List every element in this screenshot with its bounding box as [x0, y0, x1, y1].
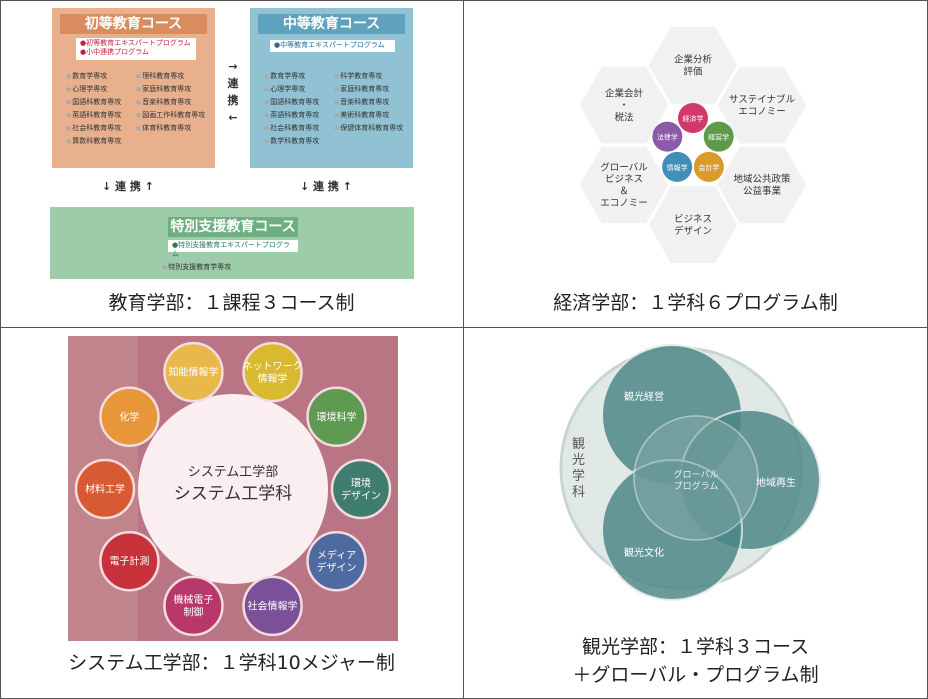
major-circle — [242, 341, 303, 403]
link-char: 携 — [227, 94, 239, 107]
major-item: 国語科教育専攻 — [66, 98, 121, 107]
major-item: 社会科教育専攻 — [66, 124, 121, 133]
major-item: 数育学専攻 — [66, 72, 107, 81]
global-program-circle — [633, 415, 759, 541]
major-item: 数学科教育専攻 — [264, 137, 319, 146]
major-label: メディアデザイン — [317, 548, 357, 574]
program-item: ●初等教育エキスパートプログラム — [80, 39, 191, 47]
special-course-title: 特別支援教育コース — [168, 217, 298, 237]
major-item: 家庭科教育専攻 — [136, 85, 191, 94]
major-label: 機械電子制御 — [173, 593, 213, 619]
link-horizontal: → 連 携 ← — [222, 58, 244, 126]
systems-center-line1: システム工学部 — [188, 464, 279, 480]
grid-divider-horizontal — [0, 327, 928, 328]
link-char: 連 — [227, 77, 239, 90]
secondary-course-box: 中等教育コース ●中等教育エキスパートプログラム 数育学専攻心理学専攻国語科教育… — [250, 8, 413, 168]
major-label: 環境デザイン — [341, 476, 381, 502]
systems-center-line2: システム工学科 — [174, 484, 293, 504]
major-item: 音楽科教育専攻 — [334, 98, 389, 107]
discipline-label: 情報学 — [667, 163, 688, 172]
major-item: 保健体育科教育専攻 — [334, 124, 403, 133]
major-item: 国語科教育専攻 — [264, 98, 319, 107]
discipline-circle — [703, 121, 734, 152]
grid-divider-vertical — [463, 0, 464, 699]
discipline-label: 経営学 — [708, 133, 729, 142]
discipline-circle — [693, 151, 724, 182]
major-item: 科学教育専攻 — [334, 72, 382, 81]
major-item: 図画工作科教育専攻 — [136, 111, 205, 120]
discipline-label: 会計学 — [698, 163, 719, 172]
major-circle — [99, 386, 160, 448]
major-circle — [74, 458, 136, 520]
major-item: 美術科教育専攻 — [334, 111, 389, 120]
systems-diagram: システム工学部 システム工学科 知能情報学 ネットワーク情報学環境科学環境デザイン… — [68, 336, 398, 641]
major-label: ネットワーク情報学 — [243, 360, 303, 385]
major-item: 算数科教育専攻 — [66, 137, 121, 146]
major-item: 社会科教育専攻 — [264, 124, 319, 133]
program-hex-label: グローバルビジネス＆エコノミー — [600, 161, 648, 209]
major-item: 心理学専攻 — [264, 85, 305, 94]
major-item: 数育学専攻 — [264, 72, 305, 81]
course-label: 観光文化 — [624, 546, 664, 559]
major-item: 特別支援教育学専攻 — [162, 263, 231, 272]
program-hex — [576, 63, 672, 147]
primary-course-box: 初等教育コース ●初等教育エキスパートプログラム ●小中連携プログラム 数育学専… — [52, 8, 215, 168]
major-circle — [99, 530, 160, 592]
program-hex-label: ビジネスデザイン — [674, 214, 712, 237]
systems-center-circle — [138, 394, 328, 584]
link-vertical-right: ↓ 連 携 ↑ — [300, 180, 352, 193]
discipline-circle — [652, 121, 683, 152]
discipline-circle — [662, 151, 693, 182]
major-label: 化学 — [119, 410, 139, 423]
caption-economics: 経済学部：１学科６プログラム制 — [553, 292, 838, 314]
major-circle — [163, 341, 224, 403]
secondary-course-title: 中等教育コース — [258, 14, 405, 34]
caption-education: 教育学部：１課程３コース制 — [108, 292, 355, 314]
discipline-label: 法律学 — [657, 133, 678, 142]
primary-course-title: 初等教育コース — [60, 14, 207, 34]
major-item: 体育科教育専攻 — [136, 124, 191, 133]
program-item: ●特別支援教育エキスパートプログラム — [172, 241, 290, 258]
discipline-label: 経済学 — [683, 114, 704, 123]
secondary-programs: ●中等教育エキスパートプログラム — [270, 40, 395, 52]
special-course-box: 特別支援教育コース ●特別支援教育エキスパートプログラム 特別支援教育学専攻 — [50, 207, 414, 279]
major-label: 社会情報学 — [248, 599, 298, 612]
major-label: 環境科学 — [317, 410, 357, 423]
major-circle — [306, 386, 367, 448]
caption-tourism-line1: 観光学部：１学科３コース — [581, 636, 810, 658]
major-label: 材料工学 — [85, 483, 125, 496]
global-program-label: グローバルプログラム — [674, 469, 719, 492]
major-item: 英語科教育専攻 — [264, 111, 319, 120]
primary-programs: ●初等教育エキスパートプログラム ●小中連携プログラム — [76, 38, 196, 60]
program-hex-label: 地域公共政策公益事業 — [733, 173, 791, 197]
program-item: ●小中連携プログラム — [80, 48, 149, 56]
major-circle — [242, 575, 303, 637]
caption-tourism-line2: ＋グローバル・プログラム制 — [572, 664, 819, 686]
course-label: 観光経営 — [624, 390, 664, 403]
program-hex-label: サステイナブルエコノミー — [729, 94, 796, 118]
program-item: ●中等教育エキスパートプログラム — [274, 41, 385, 49]
major-item: 音楽科教育専攻 — [136, 98, 191, 107]
major-item: 心理学専攻 — [66, 85, 107, 94]
major-circle — [163, 575, 224, 637]
link-arrow-right: → — [228, 60, 238, 73]
major-label: 知能情報学 — [168, 366, 218, 379]
major-circle — [330, 458, 392, 520]
major-label: 電子計測 — [109, 555, 149, 568]
major-item: 英語科教育専攻 — [66, 111, 121, 120]
major-item: 理科教育専攻 — [136, 72, 184, 81]
program-hex-label: 企業会計・税法 — [605, 88, 644, 124]
link-vertical-left: ↓ 連 携 ↑ — [102, 180, 154, 193]
special-programs: ●特別支援教育エキスパートプログラム — [168, 240, 298, 258]
major-circle — [306, 530, 367, 592]
discipline-circle — [678, 103, 708, 133]
tourism-department-label: 観光学科 — [572, 437, 585, 500]
caption-systems: システム工学部：１学科10メジャー制 — [68, 652, 395, 674]
link-arrow-left: ← — [228, 111, 238, 124]
course-label: 地域再生 — [756, 476, 796, 489]
program-hex-label: 企業分析評価 — [674, 54, 713, 78]
major-item: 家庭科教育専攻 — [334, 85, 389, 94]
